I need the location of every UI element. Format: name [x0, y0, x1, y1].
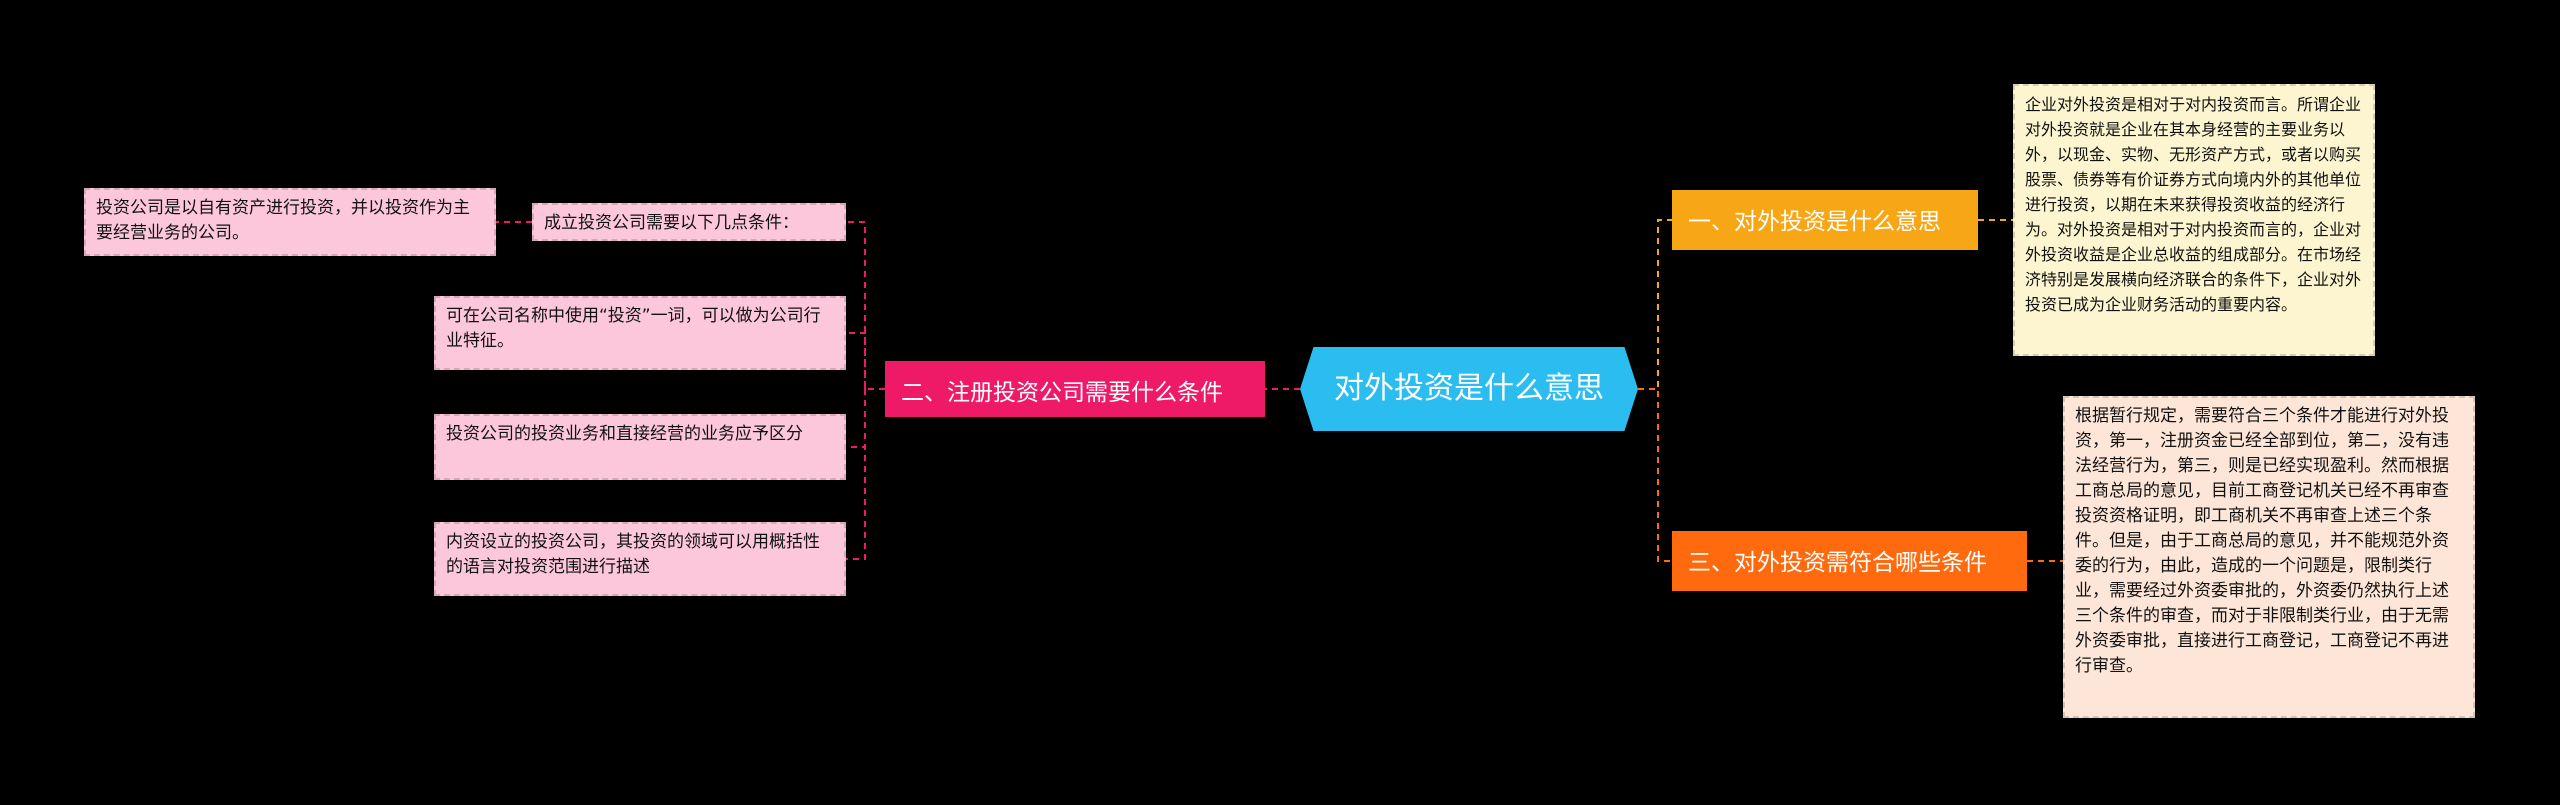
branch-meaning[interactable]: 一、对外投资是什么意思 [1672, 190, 1978, 250]
leaf-name-use[interactable]: 可在公司名称中使用“投资”一词，可以做为公司行业特征。 [434, 296, 846, 370]
central-topic[interactable]: 对外投资是什么意思 [1300, 347, 1638, 431]
connector-central-b3 [1638, 388, 1672, 562]
leaf-meaning-detail[interactable]: 企业对外投资是相对于对内投资而言。所谓企业对外投资就是企业在其本身经营的主要业务… [2013, 84, 2375, 356]
leaf-conditions-intro[interactable]: 成立投资公司需要以下几点条件： [532, 203, 846, 241]
connector-b2-leaves [846, 221, 885, 560]
leaf-investment-company-definition[interactable]: 投资公司是以自有资产进行投资，并以投资作为主要经营业务的公司。 [84, 188, 496, 256]
connector-central-b1 [1638, 219, 1672, 390]
leaf-conditions-detail[interactable]: 根据暂行规定，需要符合三个条件才能进行对外投资，第一，注册资金已经全部到位，第二… [2063, 396, 2475, 718]
branch-registration-conditions[interactable]: 二、注册投资公司需要什么条件 [885, 361, 1265, 417]
leaf-domestic-scope[interactable]: 内资设立的投资公司，其投资的领域可以用概括性的语言对投资范围进行描述 [434, 522, 846, 596]
branch-investment-conditions[interactable]: 三、对外投资需符合哪些条件 [1672, 531, 2027, 591]
leaf-business-distinguish[interactable]: 投资公司的投资业务和直接经营的业务应予区分 [434, 414, 846, 480]
